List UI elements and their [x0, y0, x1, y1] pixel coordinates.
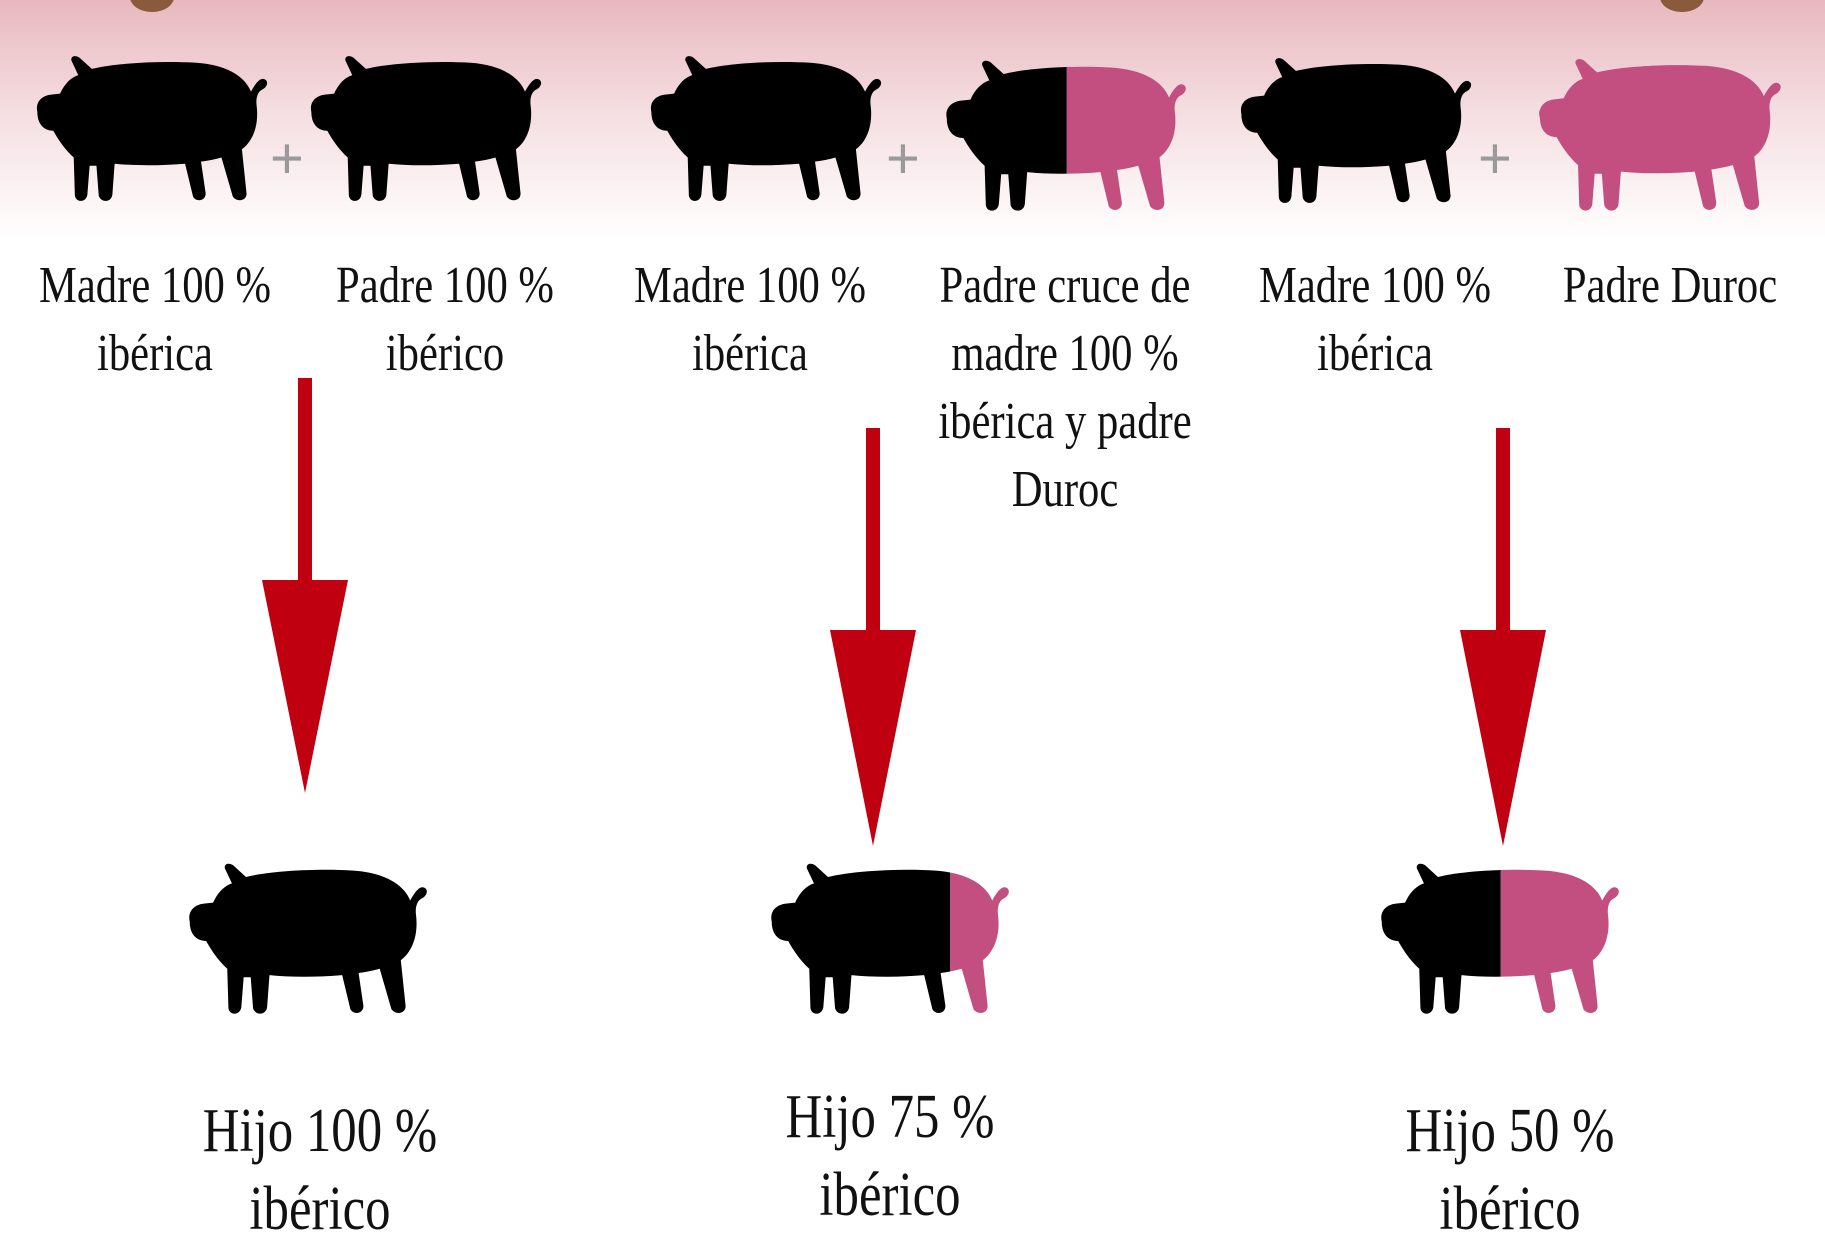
father-pig-icon: [1528, 40, 1790, 218]
plus-sign: +: [1478, 126, 1512, 191]
corner-decoration: [1660, 0, 1704, 12]
father-label: Padre 100 % ibérico: [336, 257, 554, 382]
down-arrow-icon: [830, 428, 916, 846]
down-arrow-icon: [262, 378, 348, 793]
child-pig-icon: [1370, 845, 1628, 1021]
child-pig-icon: [178, 845, 436, 1021]
father-pig-icon: [300, 38, 550, 208]
child-pig-icon: [760, 845, 1018, 1021]
header-gradient-band: [0, 0, 1825, 240]
child-label: Hijo 50 % ibérico: [1405, 1097, 1615, 1243]
plus-sign: +: [886, 126, 920, 191]
plus-sign: +: [270, 126, 304, 191]
mother-label: Madre 100 % ibérica: [38, 257, 272, 382]
mother-pig-icon: [26, 38, 276, 208]
mother-pig-icon: [640, 38, 890, 208]
mother-label: Madre 100 % ibérica: [1258, 257, 1492, 382]
father-label: Padre cruce de madre 100 % ibérica y pad…: [938, 257, 1192, 518]
father-pig-icon: [935, 42, 1195, 218]
mother-label: Madre 100 % ibérica: [633, 257, 867, 382]
corner-decoration: [130, 0, 174, 12]
down-arrow-icon: [1460, 428, 1546, 846]
father-label: Padre Duroc: [1562, 257, 1778, 314]
mother-pig-icon: [1230, 40, 1480, 210]
child-label: Hijo 75 % ibérico: [785, 1083, 995, 1229]
child-label: Hijo 100 % ibérico: [202, 1097, 438, 1243]
